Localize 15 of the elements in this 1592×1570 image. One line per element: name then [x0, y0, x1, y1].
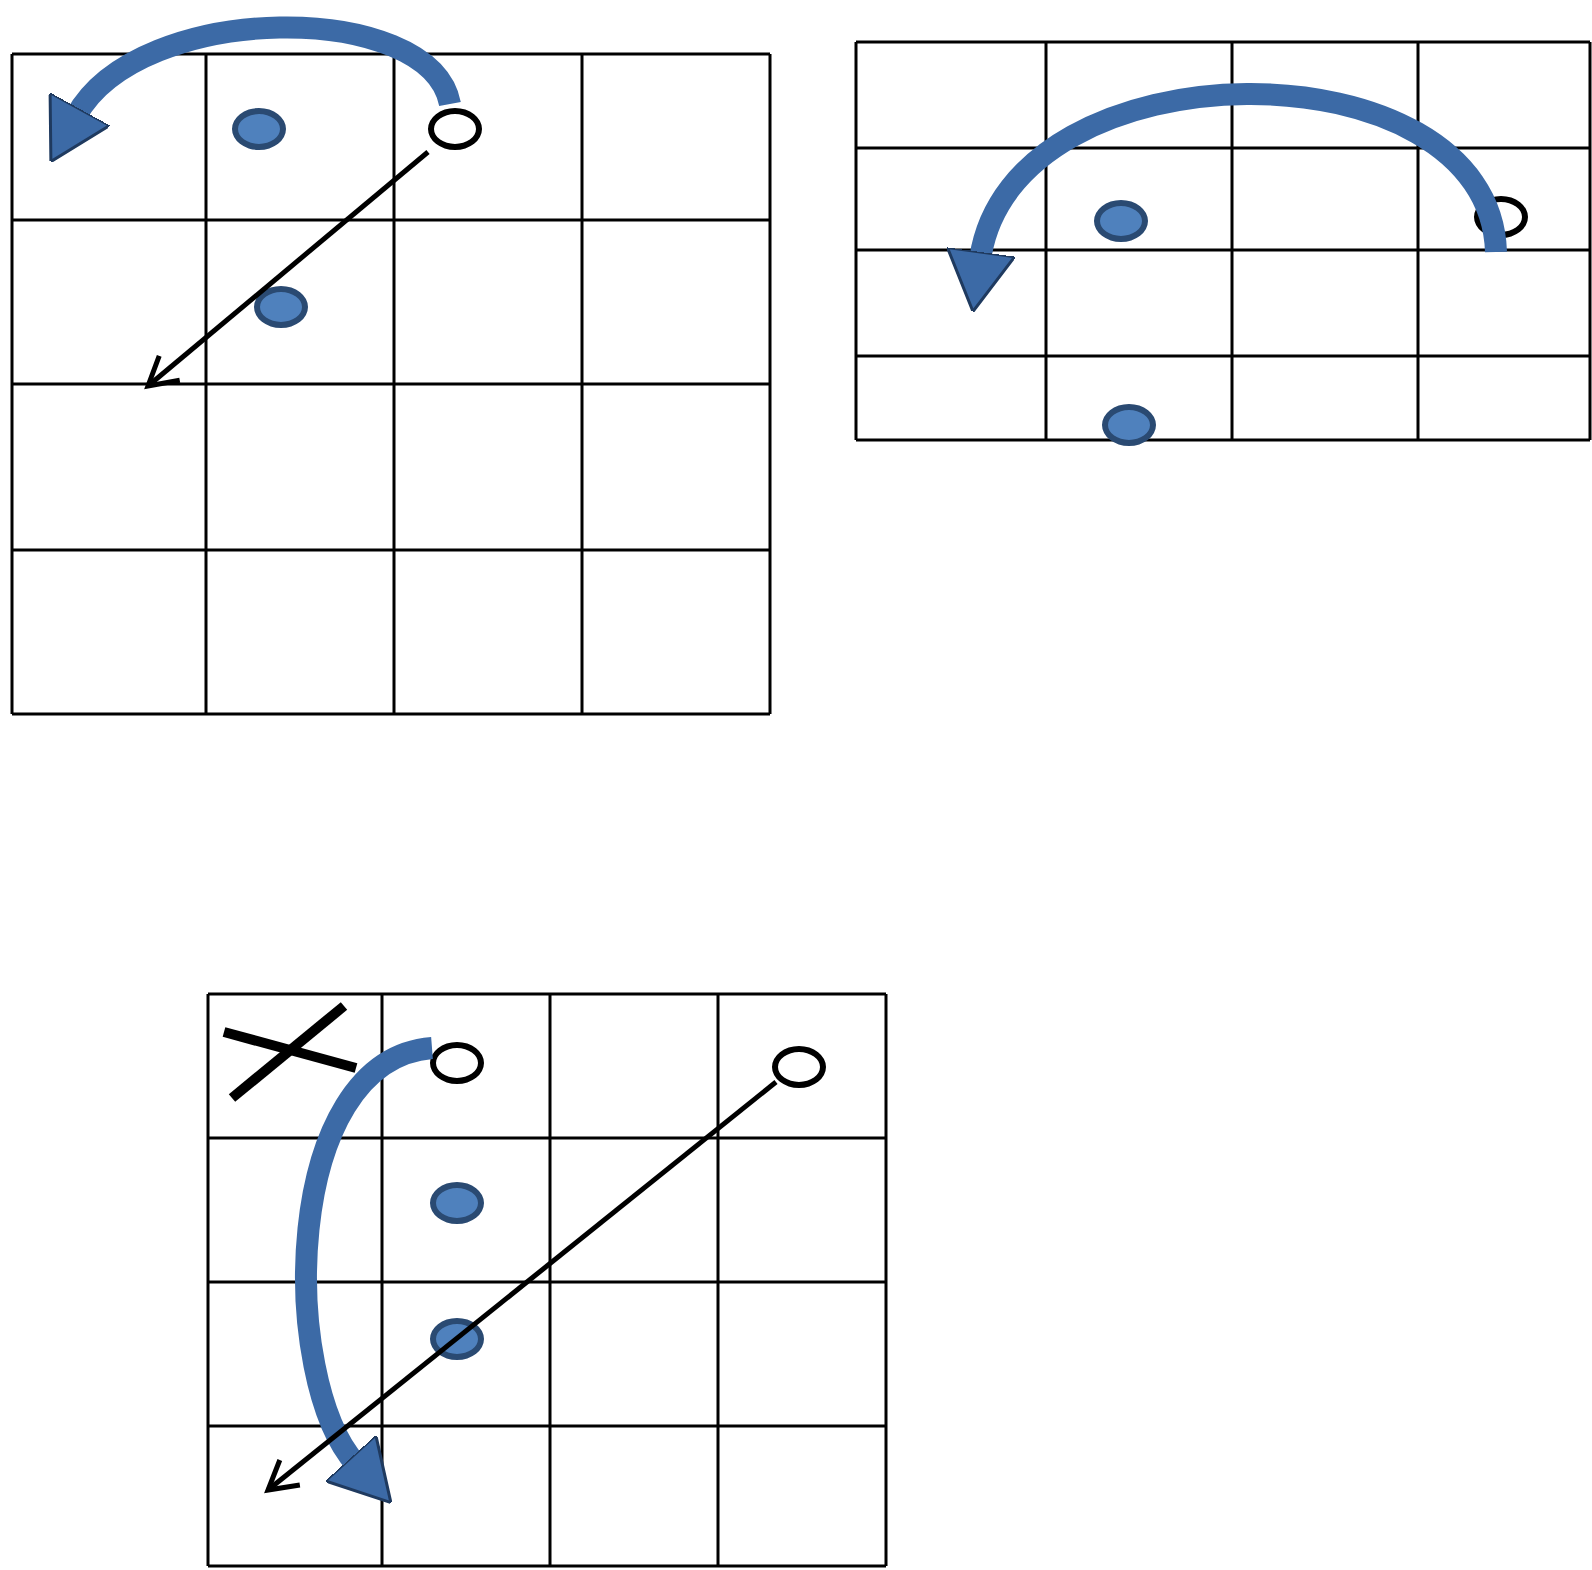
- curved-arrow: [948, 83, 1507, 311]
- empty-piece: [771, 1045, 825, 1087]
- game-piece: [1101, 403, 1155, 445]
- game-piece: [1093, 199, 1147, 241]
- arrow: [145, 150, 430, 389]
- game-grid: [208, 994, 886, 1566]
- empty-piece: [429, 1041, 483, 1083]
- game-piece: [429, 1181, 483, 1223]
- game-grid: [12, 54, 770, 714]
- curved-arrow: [295, 1037, 435, 1509]
- game-grid: [856, 42, 1590, 440]
- empty-piece: [427, 107, 481, 149]
- arrow: [265, 1080, 778, 1493]
- game-piece: [231, 107, 285, 149]
- game-piece: [253, 285, 307, 327]
